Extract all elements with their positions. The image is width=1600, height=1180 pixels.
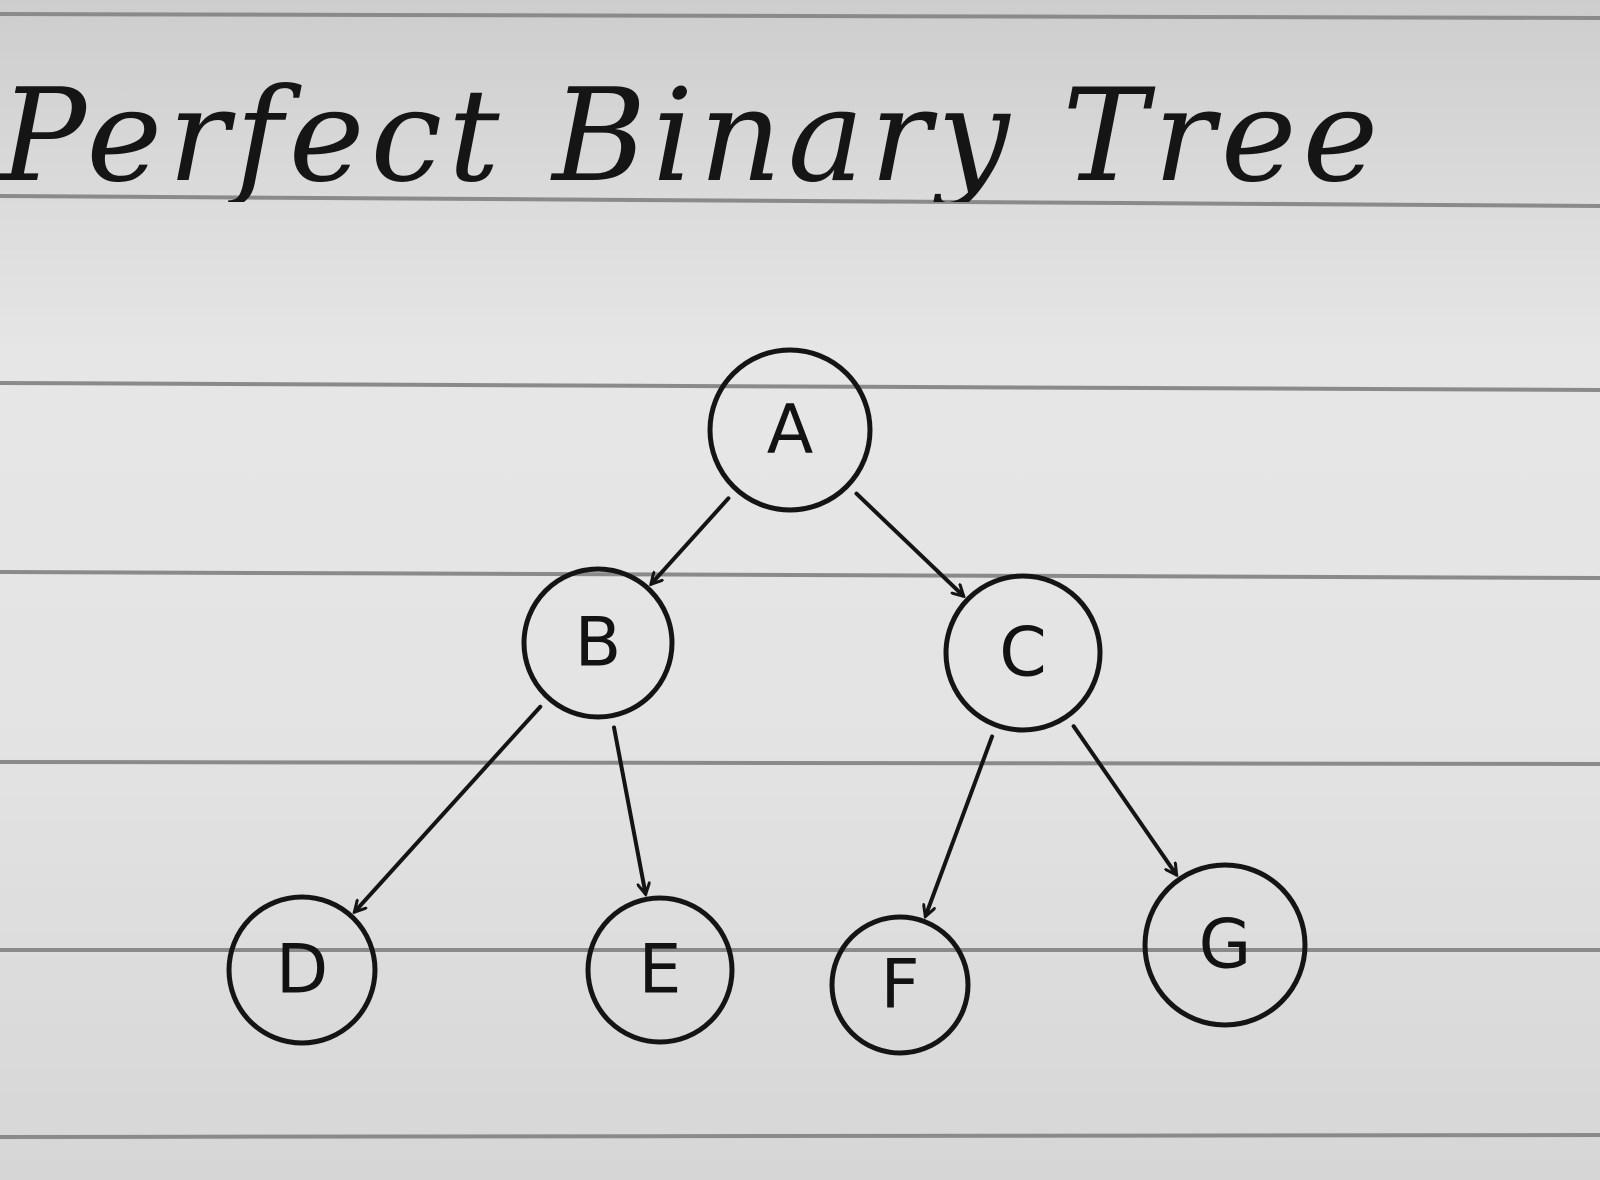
edge-b-e [612,725,645,893]
node-g: G [1142,862,1308,1028]
node-circle-b [521,566,675,720]
page-title-text: Perfect Binary Tree [0,62,1384,202]
node-c: C [943,573,1103,733]
nodes-layer: A B C D E F G [226,347,1308,1056]
node-a: A [707,347,873,513]
edges-layer [355,491,1176,916]
node-circle-d [226,894,378,1046]
edge-a-c [854,491,963,596]
node-circle-f [829,914,971,1056]
node-label-d: D [276,931,328,1010]
node-circle-a [707,347,873,513]
edge-c-f [926,734,995,915]
node-f: F [829,914,971,1056]
node-circle-c [943,573,1103,733]
node-e: E [585,895,735,1045]
node-label-e: E [639,931,682,1010]
node-label-c: C [999,614,1046,693]
edge-c-g [1071,724,1176,874]
node-circle-g [1142,862,1308,1028]
edge-b-d [355,704,543,912]
edge-a-b [652,496,731,583]
node-label-a: A [767,391,814,470]
page-title: Perfect Binary Tree [0,62,1384,202]
node-b: B [521,566,675,720]
node-circle-e [585,895,735,1045]
node-label-b: B [575,604,622,683]
node-label-g: G [1199,906,1252,985]
node-label-f: F [880,946,919,1025]
node-d: D [226,894,378,1046]
